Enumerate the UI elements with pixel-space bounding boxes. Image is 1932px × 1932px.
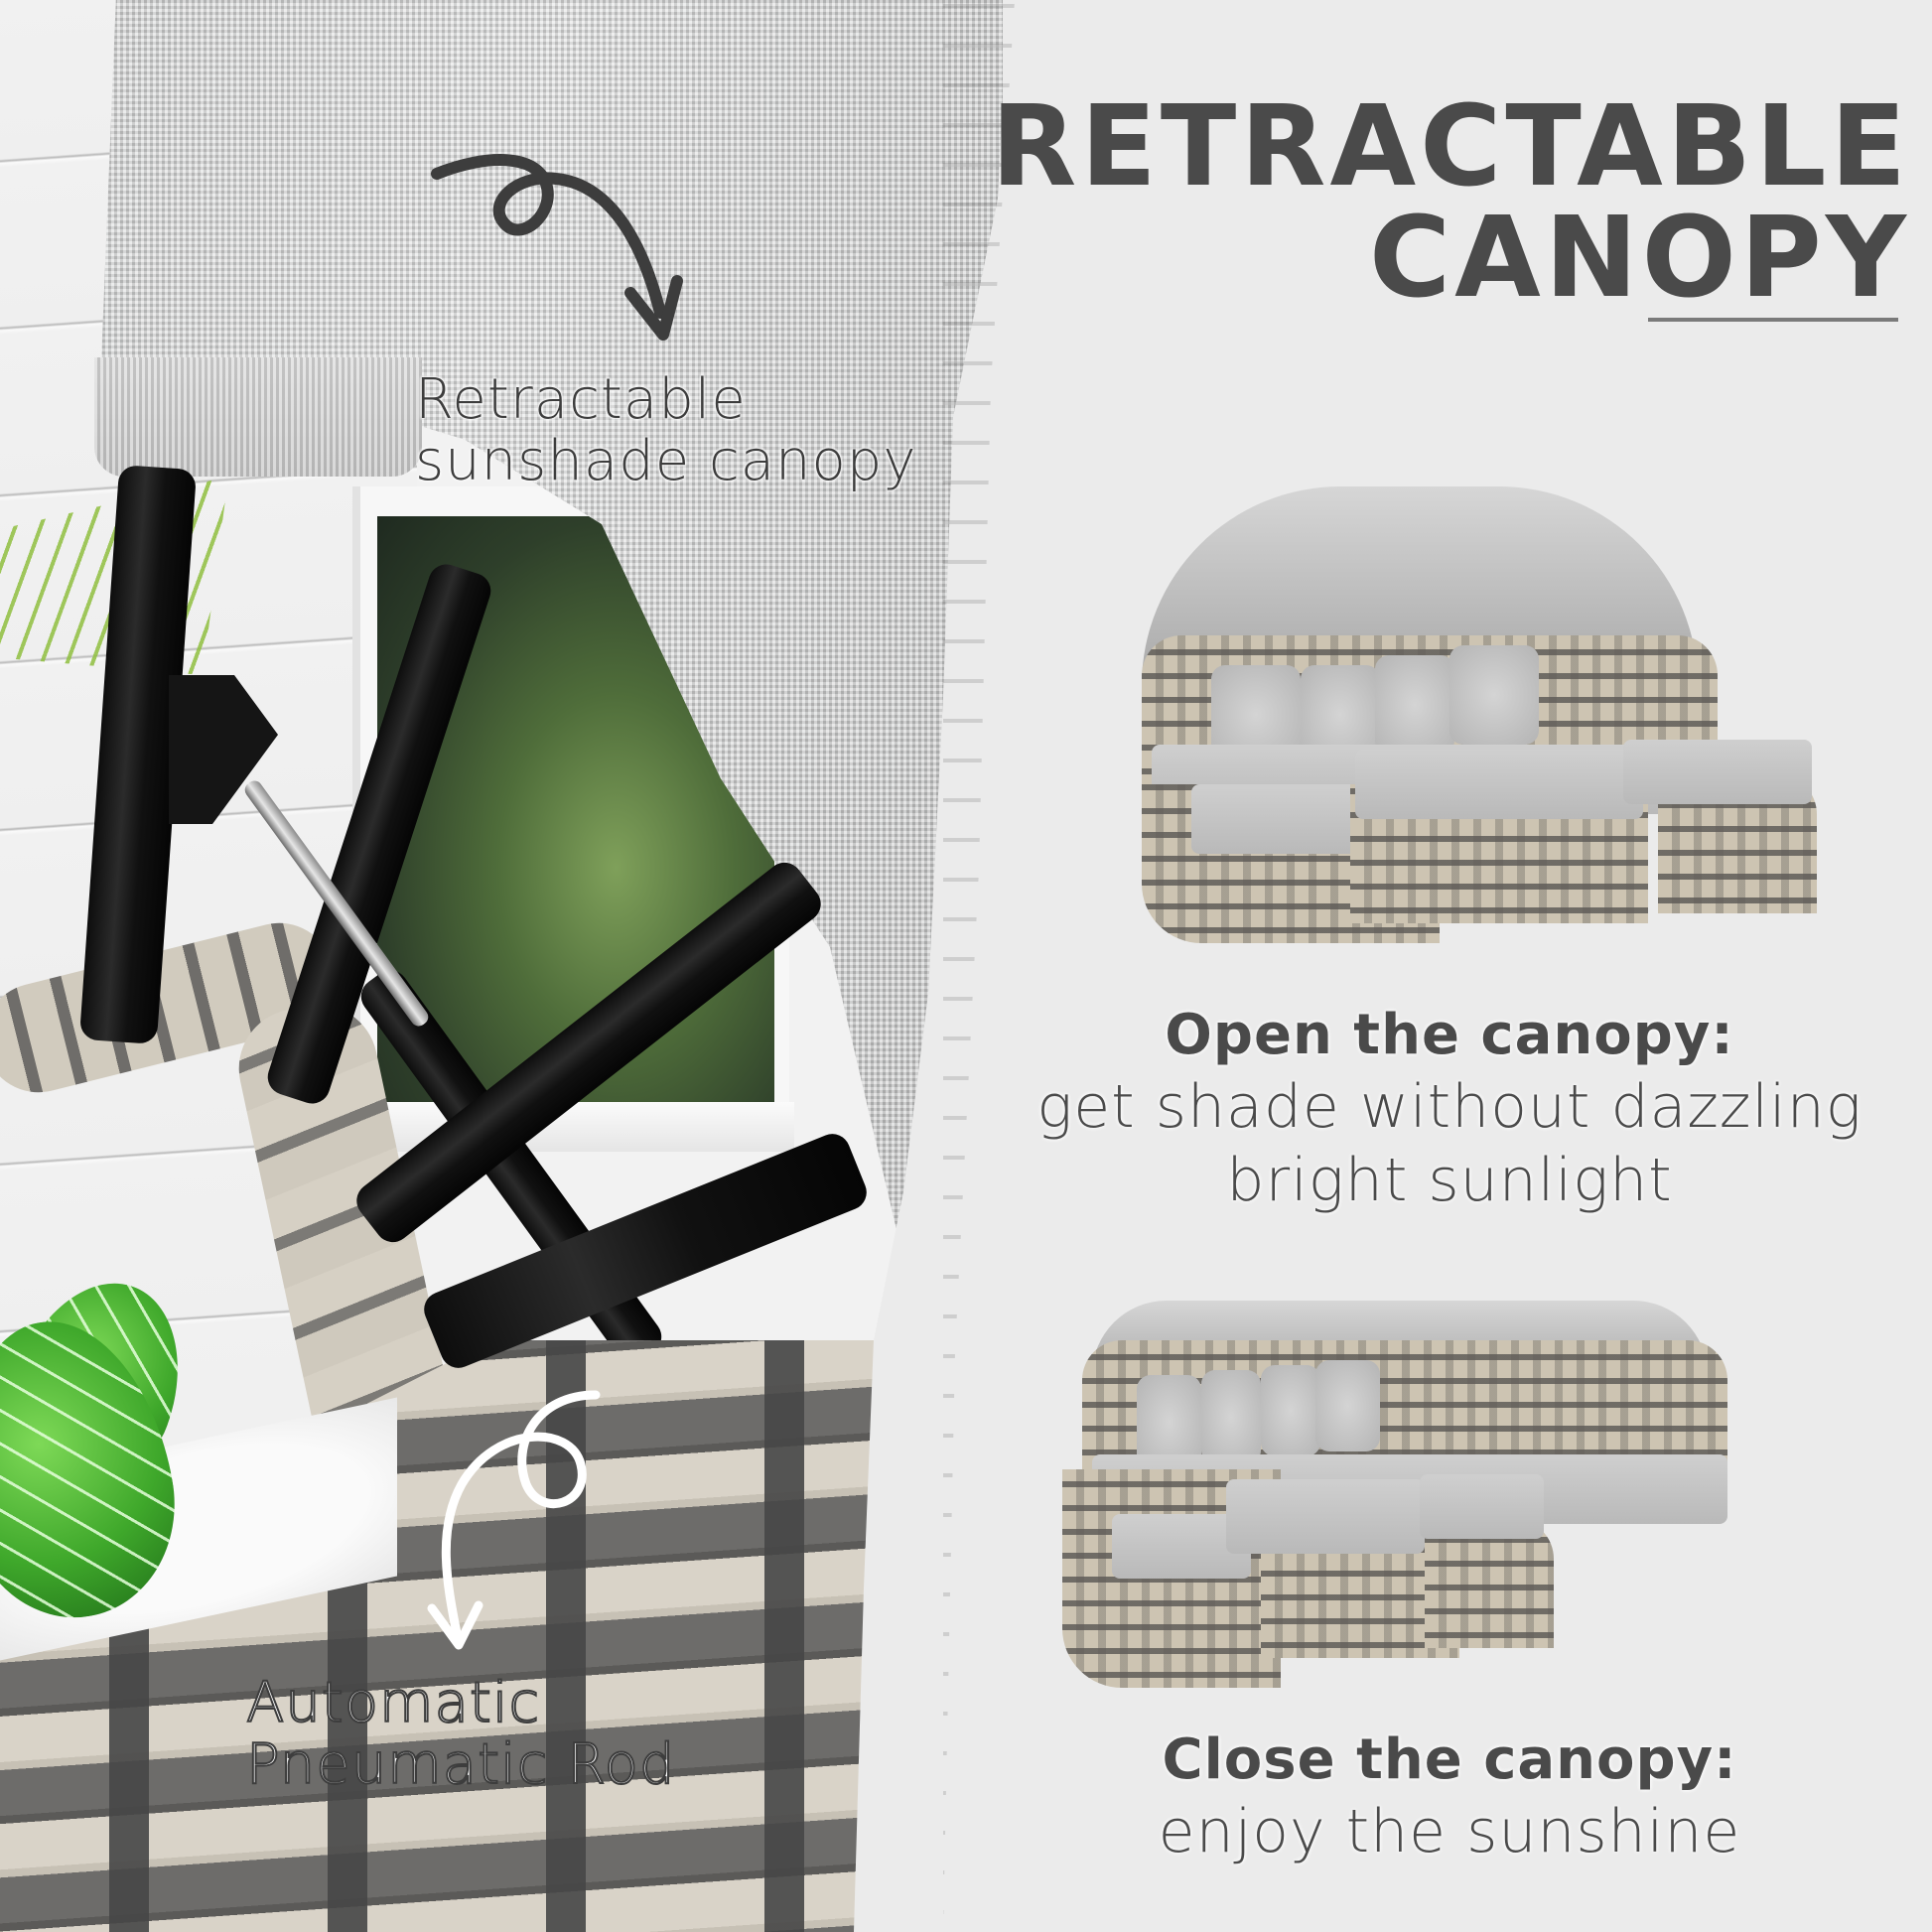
ottoman-cushion bbox=[1420, 1474, 1544, 1539]
open-caption-desc-line1: get shade without dazzling bbox=[1036, 1072, 1863, 1142]
open-caption-title: Open the canopy: bbox=[1165, 1003, 1734, 1067]
pillow bbox=[1137, 1375, 1201, 1469]
canopy-annotation: Retractable sunshade canopy bbox=[415, 369, 917, 491]
pillow bbox=[1375, 655, 1454, 755]
ottoman-cushion bbox=[1355, 750, 1643, 819]
title-underline bbox=[1648, 318, 1898, 322]
pillow bbox=[1449, 645, 1539, 745]
close-caption-title: Close the canopy: bbox=[1162, 1727, 1737, 1792]
title-line2: CANOPY bbox=[1368, 194, 1910, 323]
rod-annotation-line1: Automatic bbox=[245, 1671, 541, 1735]
curly-arrow-down-icon bbox=[431, 154, 683, 341]
rod-annotation: Automatic Pneumatic Rod bbox=[245, 1671, 676, 1797]
canopy-hem bbox=[94, 357, 422, 477]
close-caption-desc-line1: enjoy the sunshine bbox=[1158, 1797, 1741, 1866]
ottoman-cushion bbox=[1623, 740, 1812, 804]
ottoman-cushion bbox=[1226, 1479, 1425, 1554]
open-caption-desc-line2: bright sunlight bbox=[1226, 1146, 1673, 1215]
curly-arrow-down-icon bbox=[427, 1390, 601, 1650]
close-canopy-caption: Close the canopy: enjoy the sunshine bbox=[993, 1725, 1906, 1868]
pillow bbox=[1201, 1370, 1261, 1464]
rod-annotation-line2: Pneumatic Rod bbox=[245, 1731, 676, 1797]
ottoman-right bbox=[1425, 1519, 1554, 1648]
closeup-photo: Retractable sunshade canopy Automatic Pn… bbox=[0, 0, 1003, 1932]
pillow bbox=[1261, 1365, 1320, 1456]
pillow bbox=[1315, 1360, 1380, 1451]
daybed-closed-canopy-render bbox=[1052, 1301, 1886, 1698]
page-title: RETRACTABLE CANOPY bbox=[991, 91, 1910, 314]
canopy-annotation-line1: Retractable bbox=[415, 367, 747, 432]
open-canopy-caption: Open the canopy: get shade without dazzl… bbox=[993, 1001, 1906, 1217]
title-line1: RETRACTABLE bbox=[991, 82, 1910, 211]
canopy-annotation-line2: sunshade canopy bbox=[415, 428, 917, 493]
daybed-open-canopy-render bbox=[1122, 486, 1837, 963]
